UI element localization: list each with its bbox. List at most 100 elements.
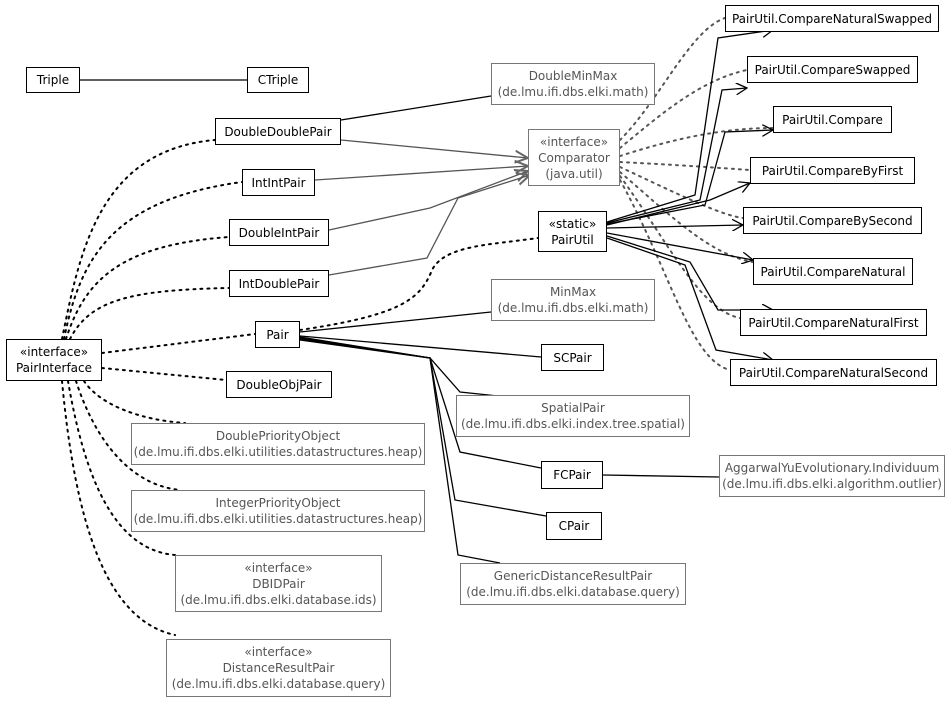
interface-distanceresultpair[interactable]: «interface» DistanceResultPair (de.lmu.i… [166,639,391,697]
interface-dbidpair[interactable]: «interface» DBIDPair (de.lmu.ifi.dbs.elk… [175,555,382,612]
class-spatialpair[interactable]: SpatialPair (de.lmu.ifi.dbs.elki.index.t… [456,395,690,437]
class-ctriple[interactable]: CTriple [247,67,309,93]
class-compareswapped[interactable]: PairUtil.CompareSwapped [747,56,918,83]
class-comparenaturalsecond[interactable]: PairUtil.CompareNaturalSecond [730,359,937,386]
minmax-associations [299,95,492,333]
class-name: PairUtil.CompareSwapped [754,62,911,77]
class-name: SCPair [553,350,592,365]
class-package: (de.lmu.ifi.dbs.elki.database.ids) [180,592,377,607]
class-integerpriorityobject[interactable]: IntegerPriorityObject (de.lmu.ifi.dbs.el… [131,490,425,532]
pairinterface-realizations [61,139,256,636]
class-doubleobjpair[interactable]: DoubleObjPair [226,371,332,398]
class-name: FCPair [553,468,591,482]
class-scpair[interactable]: SCPair [541,344,604,371]
edge-pairinterface-doubleintpair [65,236,230,340]
class-package: (de.lmu.ifi.dbs.elki.database.query) [466,585,680,599]
edge-pairinterface-intintpair [63,181,243,340]
class-package: (de.lmu.ifi.dbs.elki.utilities.datastruc… [133,445,423,459]
class-name: PairUtil.CompareByFirst [761,163,904,178]
class-name: IntDoublePair [238,276,320,291]
class-doublepriorityobject[interactable]: DoublePriorityObject (de.lmu.ifi.dbs.elk… [131,423,425,465]
class-name: DBIDPair [252,576,305,591]
class-name: PairUtil.CompareNatural [760,264,906,279]
class-pairutil[interactable]: «static» PairUtil [538,211,607,252]
class-comparenatural[interactable]: PairUtil.CompareNatural [753,258,913,285]
class-stereotype: «interface» [19,345,89,359]
class-name: SpatialPair [541,401,605,415]
class-stereotype: «interface» [244,645,313,659]
class-package: (de.lmu.ifi.dbs.elki.math) [497,301,649,315]
comparator-realizations [619,17,774,371]
class-name: Triple [36,73,70,87]
class-name: MinMax [549,285,597,299]
class-name: IntIntPair [251,175,306,190]
class-name: DoubleMinMax [528,69,618,83]
class-package: (java.util) [545,166,603,181]
class-name: AggarwalYuEvolutionary.Individuum [724,461,940,475]
class-fcpair[interactable]: FCPair [541,461,603,489]
edge-pairutil-comparenaturalswapped [606,30,773,223]
pair-subclass-bundle [299,335,547,564]
edge-intintpair-comparator [314,166,528,181]
edge-pairutil-comparebysecond [606,225,743,228]
class-package: (de.lmu.ifi.dbs.elki.math) [497,85,649,99]
class-stereotype: «static» [548,216,597,231]
class-doubledoublepair[interactable]: DoubleDoublePair [215,118,341,145]
class-name: PairInterface [15,361,93,375]
class-aggarwal-individuum[interactable]: AggarwalYuEvolutionary.Individuum (de.lm… [719,455,945,497]
edge-pairutil-compareswapped [606,88,747,224]
class-comparebyfirst[interactable]: PairUtil.CompareByFirst [750,157,915,184]
class-pair[interactable]: Pair [255,321,300,348]
edge-pairinterface-dbidpair [67,380,176,556]
class-stereotype: «interface» [539,134,609,149]
class-package: (de.lmu.ifi.dbs.elki.utilities.datastruc… [133,512,423,526]
class-package: (de.lmu.ifi.dbs.elki.index.tree.spatial) [461,417,685,431]
class-name: PairUtil.CompareBySecond [752,213,913,228]
class-intdoublepair[interactable]: IntDoublePair [229,270,329,297]
edge-pairinterface-doublepriorityobject [83,380,186,424]
edge-intdoublepair-comparator [328,175,530,276]
edge-pairutil-comparenatural [606,232,753,260]
class-name: PairUtil.CompareNaturalFirst [748,315,919,330]
class-name: GenericDistanceResultPair [493,569,653,583]
class-intintpair[interactable]: IntIntPair [242,169,315,196]
edge-pairinterface-integerpriorityobject [75,380,181,491]
class-name: DistanceResultPair [222,661,335,675]
class-stereotype: «interface» [244,560,313,575]
class-doubleintpair[interactable]: DoubleIntPair [229,219,329,246]
class-name: IntegerPriorityObject [215,496,341,510]
class-name: PairUtil [551,232,594,247]
edge-doubleintpair-comparator [328,171,528,231]
class-comparenaturalfirst[interactable]: PairUtil.CompareNaturalFirst [740,309,927,336]
class-name: DoublePriorityObject [215,429,341,443]
class-name: CTriple [257,73,299,87]
class-name: DoubleDoublePair [224,124,332,139]
edge-pairinterface-intdoublepair [69,287,230,340]
class-cpair[interactable]: CPair [546,512,602,540]
class-genericdistanceresultpair[interactable]: GenericDistanceResultPair (de.lmu.ifi.db… [460,563,686,605]
class-doubleminmax[interactable]: DoubleMinMax (de.lmu.ifi.dbs.elki.math) [491,63,655,105]
class-name: Comparator [538,150,610,165]
class-name: DoubleObjPair [236,377,322,392]
interface-pairinterface[interactable]: «interface» PairInterface [6,339,102,381]
class-name: CPair [558,519,590,533]
class-package: (de.lmu.ifi.dbs.elki.algorithm.outlier) [722,477,942,491]
edge-pairutil-comparenaturalsecond [606,237,773,360]
class-triple[interactable]: Triple [26,67,80,93]
edge-pairinterface-doubledoublepair [61,139,216,340]
interface-comparator[interactable]: «interface» Comparator (java.util) [528,129,620,186]
edge-pair-minmax [299,311,492,333]
edge-pairutil-comparebyfirst [606,183,750,226]
class-compare[interactable]: PairUtil.Compare [773,106,892,133]
class-minmax[interactable]: MinMax (de.lmu.ifi.dbs.elki.math) [491,279,655,321]
edge-doubledoublepair-comparator [340,139,528,158]
edge-pairinterface-distanceresultpair [61,380,176,636]
edge-pairinterface-doubleobjpair [101,367,227,381]
edge-pairinterface-pair [101,333,256,354]
class-comparenaturalswapped[interactable]: PairUtil.CompareNaturalSwapped [725,5,939,32]
class-name: Pair [266,327,289,342]
edge-pair-pairutil [299,237,539,331]
class-comparebysecond[interactable]: PairUtil.CompareBySecond [743,207,922,234]
pairutil-nested-arrows [606,30,773,360]
